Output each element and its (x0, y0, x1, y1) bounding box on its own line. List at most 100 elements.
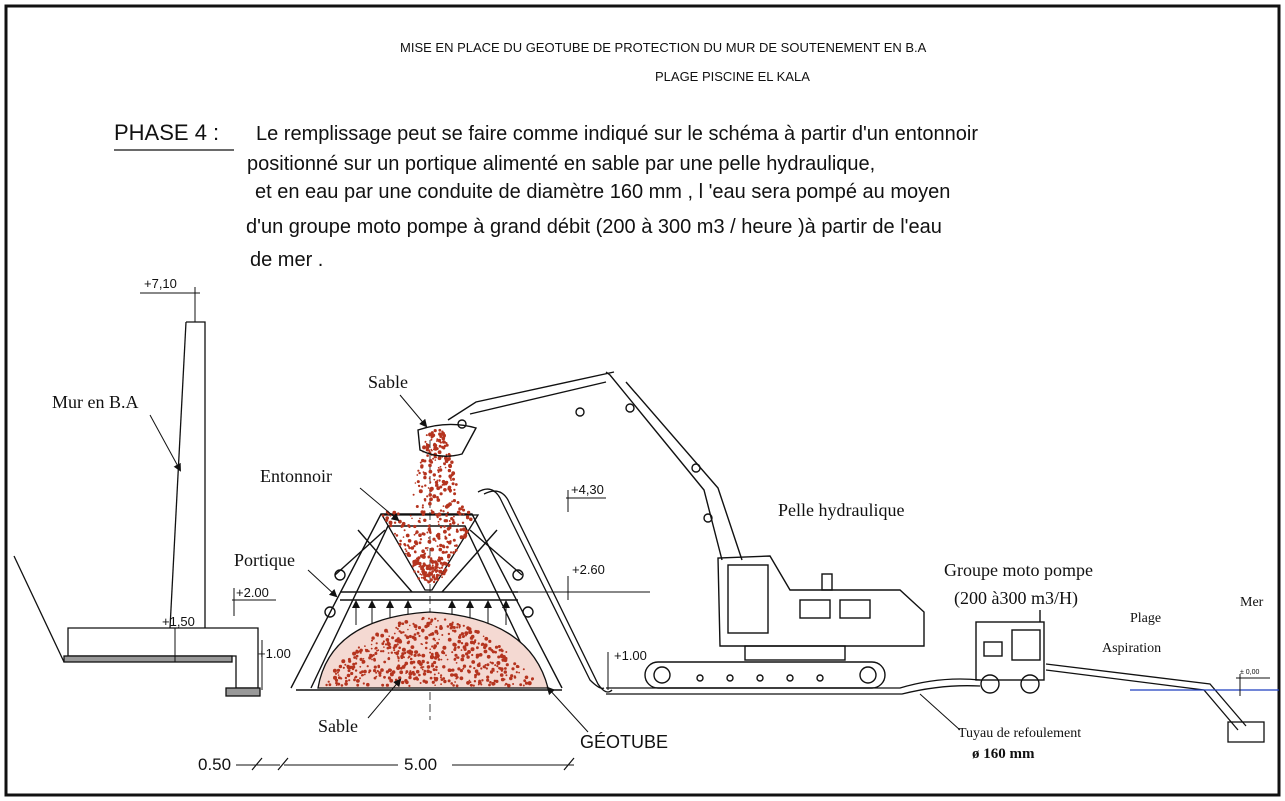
sand-grain (399, 539, 402, 543)
sand-grain (417, 660, 422, 664)
sand-grain (478, 662, 481, 665)
sand-grain (416, 631, 420, 635)
sand-grain (476, 646, 479, 650)
sand-grain (412, 660, 416, 664)
sand-grain (469, 640, 474, 645)
sand-grain (432, 473, 436, 477)
sand-grain (401, 622, 405, 625)
sand-grain (386, 641, 390, 645)
sand-grain (421, 504, 424, 507)
sand-grain (417, 626, 422, 630)
sand-grain (362, 682, 365, 685)
sand-grain (458, 625, 461, 628)
sand-grain (404, 661, 409, 666)
geotube (317, 611, 549, 689)
sand-grain (489, 681, 492, 684)
sand-grain (359, 671, 362, 674)
sand-grain (439, 676, 442, 679)
sand-grain (422, 576, 426, 580)
sand-grain (461, 521, 465, 524)
sand-grain (432, 637, 436, 641)
sand-grain (435, 570, 438, 574)
sand-grain (471, 660, 476, 664)
sand-grain (345, 679, 348, 683)
level-430-label: +4,30 (571, 482, 604, 497)
sand-grain (437, 512, 442, 517)
sand-grain (484, 664, 487, 666)
sand-grain (363, 673, 366, 676)
sand-grain (462, 667, 465, 670)
sand-grain (438, 479, 441, 482)
sand-grain (492, 669, 495, 672)
sand-grain (460, 505, 464, 509)
sand-grain (437, 466, 440, 469)
sand-grain (404, 634, 407, 637)
sand-grain (401, 652, 405, 656)
sand-grain (510, 674, 514, 678)
sand-grain (450, 673, 454, 677)
sand-grain (438, 468, 443, 472)
sand-grain (433, 446, 438, 451)
sand-grain (407, 656, 410, 659)
sand-grain (355, 655, 358, 658)
sand-grain (378, 671, 382, 675)
sand-grain (496, 670, 499, 673)
sand-grain (413, 666, 416, 669)
sand-grain (436, 545, 439, 548)
sand-grain (397, 637, 400, 640)
motor-pump (975, 610, 1045, 694)
sand-grain (488, 639, 492, 644)
sand-grain (426, 495, 429, 498)
sand-grain (447, 458, 450, 462)
sand-grain (432, 457, 435, 460)
sand-grain (397, 624, 401, 628)
sand-grain (432, 494, 437, 499)
plage-label: Plage (1130, 611, 1161, 626)
sand-grain (431, 655, 435, 659)
sand-grain (441, 558, 444, 561)
sand-grain (492, 682, 496, 686)
sand-grain (448, 463, 452, 468)
sand-grain (413, 633, 417, 636)
sand-grain (428, 571, 432, 575)
sand-grain (495, 679, 499, 684)
sand-grain (469, 517, 473, 522)
sand-grain (327, 680, 330, 683)
sand-grain (434, 446, 437, 449)
sand-grain (412, 672, 416, 676)
sand-grain (438, 569, 443, 574)
sand-grain (444, 519, 449, 523)
sand-grain (430, 559, 435, 564)
sand-grain (452, 642, 457, 647)
sand-grain (458, 507, 462, 511)
sand-grain (455, 528, 459, 531)
sand-grain (442, 651, 446, 655)
sand-grain (448, 502, 452, 507)
sand-grain (425, 443, 430, 448)
sand-grain (424, 547, 428, 550)
sand-grain (386, 638, 389, 642)
sand-grain (505, 674, 508, 677)
sand-grain (388, 520, 393, 525)
sand-grain (402, 536, 405, 538)
groupe-label-2: (200 à300 m3/H) (954, 588, 1078, 609)
sand-grain (454, 483, 458, 486)
sand-grain (438, 444, 442, 448)
sand-grain (437, 469, 440, 472)
sand-grain (419, 461, 422, 464)
sand-grain (409, 670, 412, 673)
sand-grain (408, 634, 412, 638)
level-260-label: +2.60 (572, 562, 605, 577)
sand-grain (457, 645, 460, 649)
sand-grain (443, 488, 447, 492)
sand-grain (439, 441, 442, 444)
sand-grain (399, 670, 404, 675)
sand-grain (474, 669, 479, 673)
sand-grain (364, 645, 366, 647)
sand-grain (450, 479, 452, 481)
sand-grain (418, 634, 421, 638)
sand-grain (432, 443, 437, 447)
sand-grain (470, 683, 473, 687)
sand-grain (422, 570, 425, 573)
sand-grain (412, 559, 417, 564)
